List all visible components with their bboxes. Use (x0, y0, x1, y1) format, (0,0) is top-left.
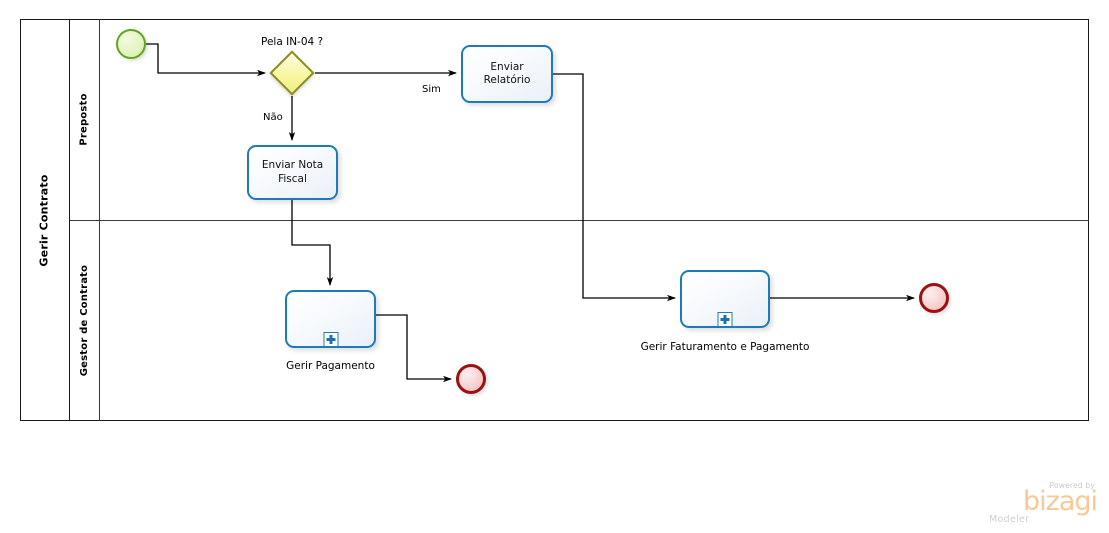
end-event-pagamento[interactable] (456, 364, 486, 394)
flow-start-gateway[interactable] (146, 43, 266, 77)
bizagi-watermark: Powered by bizagi Modeler (987, 480, 1098, 525)
flow-label-nao: Não (263, 112, 283, 123)
subprocess-expand-icon[interactable] (717, 312, 733, 327)
lane-header-gestor-de-contrato[interactable]: Gestor de Contrato (70, 220, 100, 421)
watermark-brand: bizagi (1023, 485, 1098, 517)
flow-label-sim: Sim (422, 84, 441, 95)
subprocess-gerir-faturamento-e-pagamento-label: Gerir Faturamento e Pagamento (640, 341, 810, 353)
flow-relatorio-faturamento[interactable] (553, 73, 676, 302)
lane-divider (70, 220, 1089, 221)
subprocess-gerir-pagamento[interactable] (285, 290, 376, 348)
task-enviar-relatorio-label: Enviar Relatório (483, 60, 531, 86)
plus-vertical-bar (723, 315, 727, 324)
start-event[interactable] (116, 29, 146, 59)
pool-header[interactable]: Gerir Contrato (20, 19, 70, 421)
end-event-faturamento[interactable] (919, 283, 949, 313)
watermark-powered-by: Powered by (1049, 480, 1095, 490)
subprocess-expand-icon[interactable] (323, 332, 338, 347)
lane-header-preposto[interactable]: Preposto (70, 19, 100, 220)
task-enviar-nota-fiscal[interactable]: Enviar Nota Fiscal (247, 145, 338, 200)
subprocess-gerir-faturamento-e-pagamento[interactable] (680, 270, 770, 328)
task-enviar-relatorio[interactable]: Enviar Relatório (461, 45, 553, 103)
watermark-product: Modeler (989, 514, 1030, 525)
task-enviar-nota-fiscal-label: Enviar Nota Fiscal (261, 159, 324, 185)
plus-vertical-bar (329, 335, 332, 344)
flow-nota-pagamento[interactable] (291, 200, 334, 286)
flow-pagamento-end[interactable] (376, 314, 452, 383)
gateway-label: Pela IN-04 ? (261, 36, 324, 48)
subprocess-gerir-pagamento-label: Gerir Pagamento (286, 360, 375, 372)
